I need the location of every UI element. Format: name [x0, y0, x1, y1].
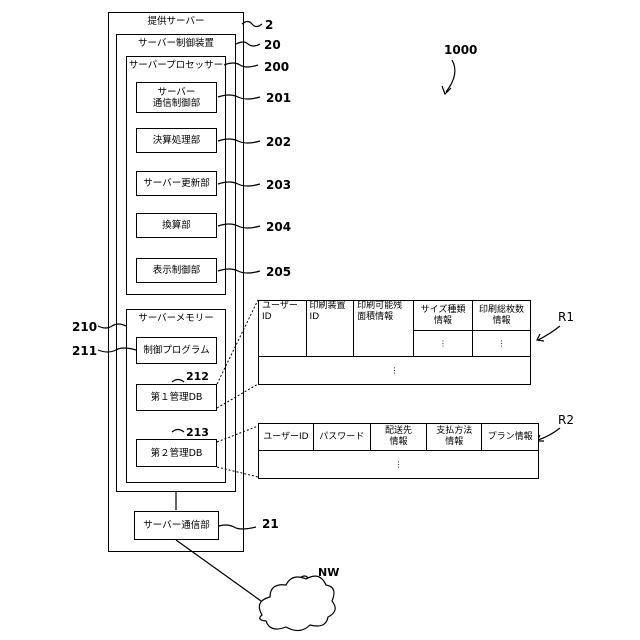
table-r2: ユーザーID パスワード 配送先 情報 支払方法 情報 プラン情報 ⋮ [258, 423, 539, 479]
table-r1-ref: R1 [558, 310, 574, 324]
server-processor-ref: 200 [264, 60, 289, 74]
display-control-unit: 表示制御部 [136, 258, 217, 283]
control-program-ref: 211 [72, 344, 97, 358]
r2-header-delivery: 配送先 情報 [370, 424, 427, 451]
r2-header-payment: 支払方法 情報 [427, 424, 482, 451]
provider-server-ref: 2 [265, 18, 273, 32]
server-update-unit: サーバー更新部 [136, 171, 217, 196]
comm-control-unit: サーバー 通信制御部 [136, 82, 217, 113]
first-management-db-ref: 212 [186, 370, 209, 383]
server-memory-ref: 210 [72, 320, 97, 334]
r1-total-sheets-ellipsis: ⋮ [473, 331, 531, 357]
r2-header-plan: プラン情報 [482, 424, 539, 451]
comm-control-unit-ref: 201 [266, 91, 291, 105]
figure-number: 1000 [444, 43, 477, 57]
network-label: NW [318, 566, 339, 579]
r1-header-printer-id: 印刷装置 ID [306, 301, 354, 357]
server-controller-title: サーバー制御装置 [116, 38, 236, 49]
r1-header-printable-area: 印刷可能残 面積情報 [354, 301, 414, 357]
r2-header-password: パスワード [313, 424, 370, 451]
r1-size-type-ellipsis: ⋮ [414, 331, 473, 357]
server-comm-unit: サーバー通信部 [134, 511, 219, 540]
server-memory-title: サーバーメモリー [126, 313, 226, 324]
table-r1: ユーザー ID 印刷装置 ID 印刷可能残 面積情報 サイズ種類 情報 印刷総枚… [258, 300, 531, 385]
r2-rows-ellipsis: ⋮ [259, 451, 539, 479]
table-r2-ref: R2 [558, 413, 574, 427]
r1-header-user-id: ユーザー ID [259, 301, 307, 357]
second-management-db-ref: 213 [186, 426, 209, 439]
first-management-db: 第１管理DB [136, 384, 217, 411]
settlement-unit: 決算処理部 [136, 128, 217, 153]
display-control-unit-ref: 205 [266, 265, 291, 279]
r1-arrow [538, 326, 560, 340]
server-comm-unit-ref: 21 [262, 517, 279, 531]
figure-arrow [446, 60, 455, 92]
server-processor-title: サーバープロセッサー [126, 60, 226, 71]
settlement-unit-ref: 202 [266, 135, 291, 149]
r1-rows-ellipsis: ⋮ [259, 357, 531, 385]
provider-server-title: 提供サーバー [108, 16, 244, 27]
network-cloud-icon [259, 576, 335, 630]
server-update-unit-ref: 203 [266, 178, 291, 192]
second-management-db: 第２管理DB [136, 439, 217, 467]
server-controller-ref: 20 [264, 38, 281, 52]
r1-header-total-sheets: 印刷総枚数 情報 [473, 301, 531, 331]
conversion-unit-ref: 204 [266, 220, 291, 234]
r2-arrow [538, 428, 560, 440]
r1-header-size-type: サイズ種類 情報 [414, 301, 473, 331]
r2-header-user-id: ユーザーID [259, 424, 314, 451]
leader-2 [242, 22, 262, 27]
control-program-block: 制御プログラム [136, 337, 217, 364]
conversion-unit: 換算部 [136, 213, 217, 238]
